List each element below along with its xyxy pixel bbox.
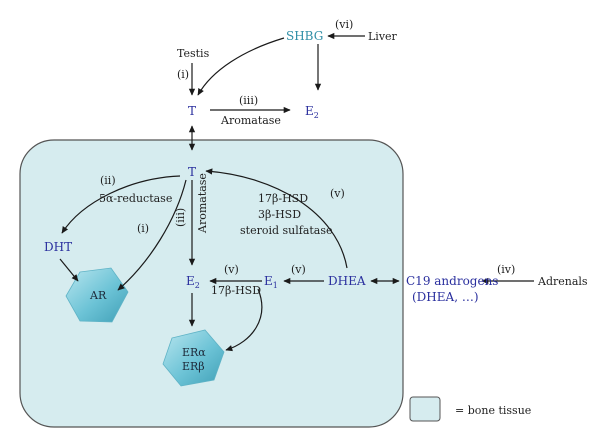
- label-aromatase-bone: Aromatase: [196, 173, 209, 234]
- dht-node: DHT: [44, 240, 72, 254]
- label-v-curve: (v): [330, 187, 345, 200]
- edge-dhea-to-t: [205, 168, 348, 269]
- t-node-top: T: [188, 104, 196, 118]
- er-beta-label: ERβ: [182, 360, 205, 373]
- label-i-top: (i): [177, 68, 189, 81]
- edge-e1-to-er: [225, 288, 263, 352]
- label-iv: (iv): [497, 263, 515, 276]
- edge-shbg-to-t: [197, 37, 285, 96]
- e2-node-bone: E2: [186, 274, 200, 290]
- legend-bone-tissue-label: = bone tissue: [455, 404, 531, 417]
- label-steroid-sulfatase: steroid sulfatase: [240, 224, 333, 237]
- ar-receptor-shape: [65, 267, 129, 323]
- label-v-e1: (v): [291, 263, 306, 276]
- label-i-bone: (i): [137, 222, 149, 235]
- dhea-node: DHEA: [328, 274, 366, 288]
- label-17b-hsd: 17β-HSD: [258, 192, 308, 205]
- label-vi: (vi): [335, 18, 353, 31]
- label-aromatase-top: Aromatase: [220, 114, 281, 127]
- c19-androgens-examples: (DHEA, …): [412, 290, 479, 304]
- er-alpha-label: ERα: [182, 346, 206, 359]
- liver-node: Liver: [368, 30, 398, 43]
- adrenals-node: Adrenals: [537, 275, 588, 288]
- label-17b-hsd-e2: 17β-HSD: [211, 284, 261, 297]
- label-3b-hsd: 3β-HSD: [258, 208, 301, 221]
- label-iii-bone: (iii): [174, 208, 187, 227]
- t-node-bone: T: [188, 165, 196, 179]
- edge-dht-to-ar: [59, 258, 79, 282]
- edge-t-to-dht: [61, 175, 181, 234]
- label-5alpha-reductase: 5α-reductase: [99, 192, 172, 205]
- ar-receptor-label: AR: [89, 289, 107, 302]
- label-v-e2: (v): [224, 263, 239, 276]
- testis-node: Testis: [177, 47, 210, 60]
- edge-t-to-ar: [117, 179, 187, 291]
- er-receptor-shape: [162, 329, 225, 387]
- label-iii-top: (iii): [239, 94, 258, 107]
- label-ii: (ii): [100, 174, 116, 187]
- legend-bone-tissue-swatch: [409, 396, 441, 422]
- e2-node-top: E2: [305, 104, 319, 120]
- c19-androgens-node: C19 androgens: [406, 274, 498, 288]
- shbg-node: SHBG: [286, 29, 323, 43]
- e1-node: E1: [264, 274, 278, 290]
